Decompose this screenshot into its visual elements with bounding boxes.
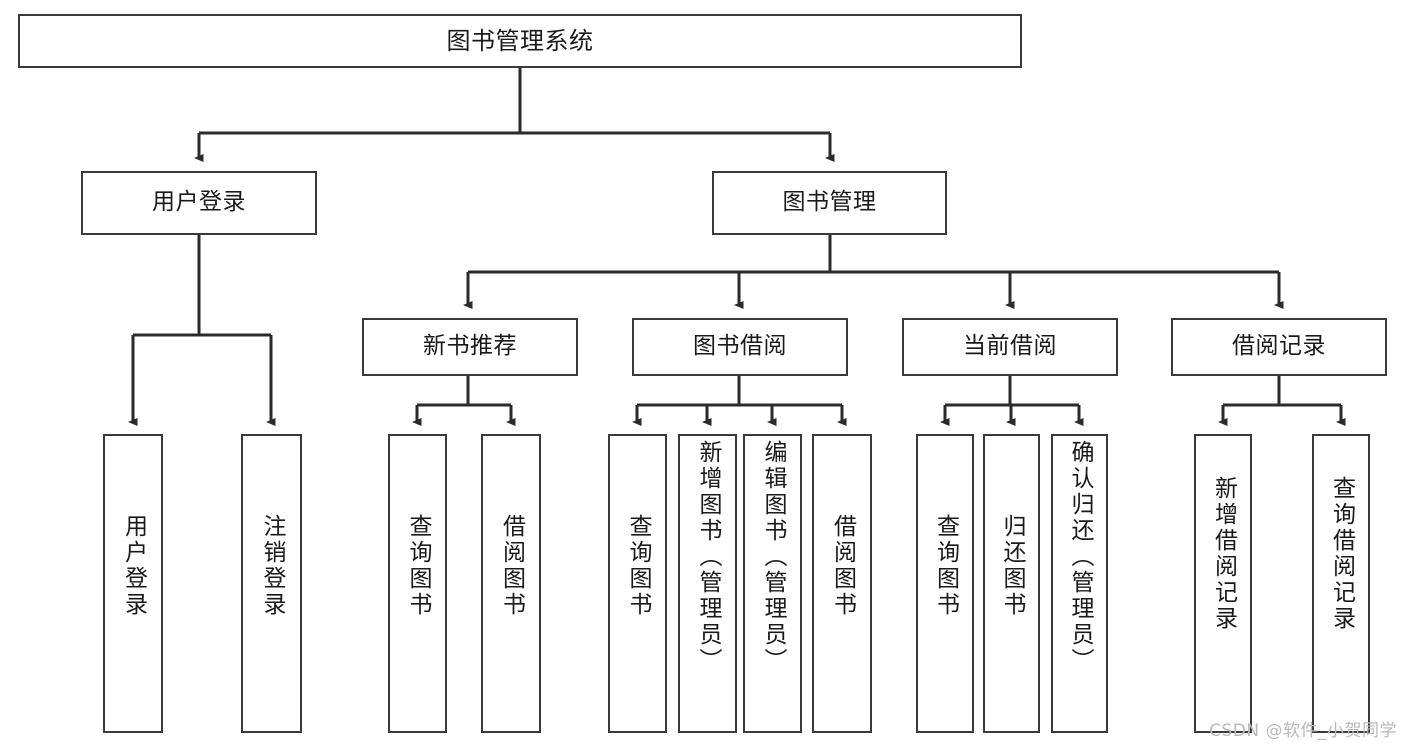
leaf-label: 新增借阅记录: [1210, 476, 1237, 632]
node-book-borrowing[interactable]: 图书借阅: [632, 318, 848, 376]
leaf-return-books[interactable]: 归还图书: [983, 434, 1040, 733]
leaf-label: 注销登录: [259, 514, 285, 618]
leaf-edit-book-admin[interactable]: 编辑图书（管理员）: [743, 434, 802, 733]
leaf-query-books-new[interactable]: 查询图书: [388, 434, 447, 733]
leaf-label: 确认归还（管理员）: [1067, 440, 1093, 674]
node-root[interactable]: 图书管理系统: [18, 14, 1022, 68]
leaf-label: 借阅图书: [498, 514, 525, 618]
node-current-borrowing[interactable]: 当前借阅: [902, 318, 1118, 376]
leaf-add-book-admin[interactable]: 新增图书（管理员）: [678, 434, 737, 733]
leaf-borrow-books-new[interactable]: 借阅图书: [481, 434, 541, 733]
node-user-login[interactable]: 用户登录: [81, 171, 317, 235]
node-borrowing-records[interactable]: 借阅记录: [1171, 318, 1387, 376]
leaf-label: 编辑图书（管理员）: [760, 440, 786, 674]
leaf-borrow-books[interactable]: 借阅图书: [812, 434, 872, 733]
leaf-label: 查询图书: [405, 514, 431, 618]
node-book-management[interactable]: 图书管理: [712, 171, 947, 235]
leaf-label: 查询借阅记录: [1328, 476, 1355, 632]
leaf-label: 查询图书: [625, 514, 651, 618]
leaf-label: 新增图书（管理员）: [695, 440, 721, 674]
leaf-label: 借阅图书: [829, 514, 856, 618]
leaf-label: 用户登录: [120, 514, 147, 618]
leaf-query-borrow-record[interactable]: 查询借阅记录: [1312, 434, 1370, 733]
leaf-query-books-current[interactable]: 查询图书: [916, 434, 974, 733]
leaf-label: 查询图书: [932, 514, 959, 618]
leaf-add-borrow-record[interactable]: 新增借阅记录: [1194, 434, 1252, 733]
leaf-confirm-return-admin[interactable]: 确认归还（管理员）: [1051, 434, 1108, 733]
leaf-query-books-borrow[interactable]: 查询图书: [608, 434, 667, 733]
leaf-user-login[interactable]: 用户登录: [103, 434, 163, 733]
leaf-logout[interactable]: 注销登录: [241, 434, 302, 733]
node-new-book-recommendation[interactable]: 新书推荐: [362, 318, 578, 376]
leaf-label: 归还图书: [999, 514, 1025, 618]
